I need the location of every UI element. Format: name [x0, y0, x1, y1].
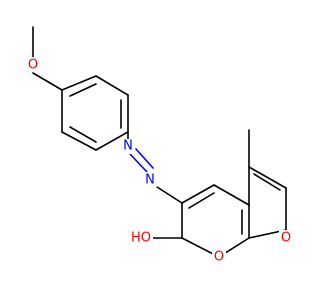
bond-line-12: [129, 153, 148, 173]
bond-line-6: [61, 131, 97, 151]
bond-layer: [32, 26, 287, 258]
bond-line-25: [248, 166, 287, 189]
azo-nitrogen-label-1: N: [123, 139, 133, 154]
ring-oxygen-label: O: [214, 250, 224, 265]
bond-line-21: [188, 192, 215, 209]
methoxy-oxygen-label: O: [28, 58, 38, 73]
bond-line-28: [253, 173, 281, 191]
bond-line-5: [95, 131, 129, 151]
bond-line-2: [61, 75, 97, 91]
molecule-structure: O N N O O HO: [26, 26, 293, 265]
atom-label-layer: O N N O O HO: [26, 57, 293, 265]
bond-line-16: [213, 184, 250, 206]
bond-line-15: [181, 184, 215, 204]
bond-line-8: [69, 83, 97, 97]
bond-line-14: [156, 186, 183, 204]
bond-line-3: [95, 75, 129, 96]
bond-line-1: [32, 72, 63, 91]
carbonyl-oxygen-label: O: [281, 231, 291, 246]
hydroxyl-label: HO: [131, 231, 151, 246]
bond-line-13: [135, 148, 154, 169]
bond-line-10: [69, 126, 97, 143]
azo-nitrogen-label-2: N: [145, 173, 155, 188]
